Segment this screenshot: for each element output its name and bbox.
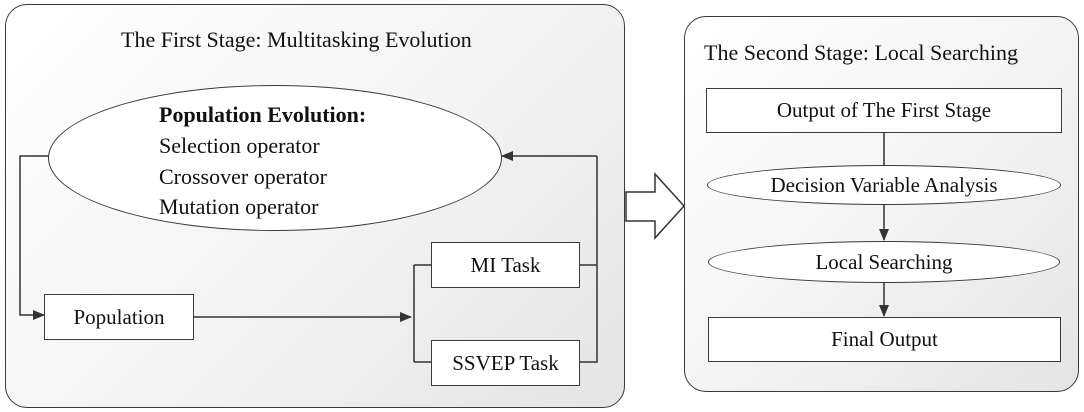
mutation-operator-label: Mutation operator — [159, 194, 319, 219]
decision-variable-analysis-ellipse: Decision Variable Analysis — [707, 165, 1061, 205]
tasks-merge-line — [580, 156, 598, 363]
crossover-operator-label: Crossover operator — [159, 164, 328, 189]
stage-transition-arrow — [625, 172, 686, 240]
evolution-to-population-arrow — [19, 155, 50, 320]
ssvep-task-box: SSVEP Task — [431, 340, 580, 386]
second-stage-title: The Second Stage: Local Searching — [704, 40, 1019, 65]
population-box: Population — [44, 294, 194, 340]
local-searching-ellipse: Local Searching — [708, 241, 1060, 283]
selection-operator-label: Selection operator — [159, 133, 320, 158]
first-stage-title: The First Stage: Multitasking Evolution — [121, 27, 472, 52]
population-evolution-ellipse — [48, 85, 502, 231]
mi-task-box: MI Task — [431, 242, 580, 288]
first-stage-output-box: Output of The First Stage — [706, 88, 1062, 133]
population-evolution-heading: Population Evolution: — [159, 102, 367, 127]
final-output-box: Final Output — [708, 317, 1061, 362]
